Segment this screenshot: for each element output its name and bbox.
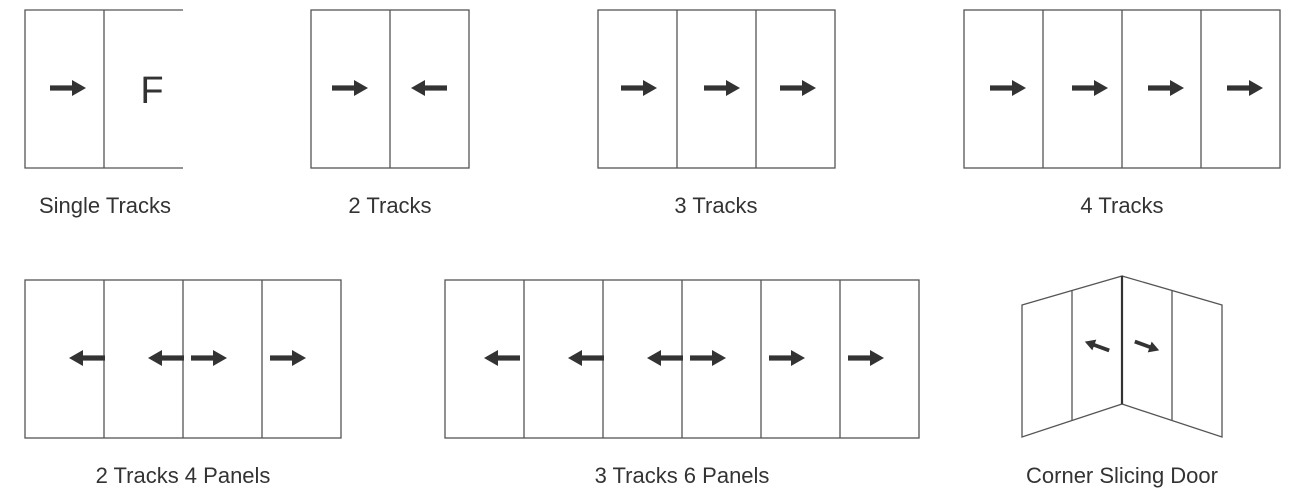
arrow-right-icon [990, 80, 1026, 96]
arrow-right-icon [848, 350, 884, 366]
diagram-2-tracks-4-panels [24, 279, 342, 439]
diagram-4-tracks [963, 9, 1281, 169]
arrow-right-icon [191, 350, 227, 366]
door-frame [597, 9, 836, 169]
caption-corner-slicing-door: Corner Slicing Door [1026, 463, 1218, 488]
arrow-right-icon [1148, 80, 1184, 96]
arrow-left-icon [148, 350, 184, 366]
caption-single-tracks: Single Tracks [38, 193, 172, 218]
arrow-right-icon [332, 80, 368, 96]
caption-3-tracks-6-panels: 3 Tracks 6 Panels [594, 463, 770, 488]
diagram-corner-slicing-door [1021, 275, 1223, 438]
arrow-right-icon [50, 80, 86, 96]
arrow-right-icon [690, 350, 726, 366]
caption-2-tracks: 2 Tracks [348, 193, 432, 218]
arrow-right-icon [704, 80, 740, 96]
arrow-left-icon [484, 350, 520, 366]
arrow-right-icon [270, 350, 306, 366]
arrow-left-icon [69, 350, 105, 366]
arrow-right-icon [1134, 339, 1160, 353]
caption-4-tracks: 4 Tracks [1080, 193, 1164, 218]
fixed-panel-label: F [140, 70, 163, 112]
diagram-3-tracks-6-panels [444, 279, 920, 439]
arrow-right-icon [769, 350, 805, 366]
caption-2-tracks-4-panels: 2 Tracks 4 Panels [95, 463, 271, 488]
arrow-right-icon [780, 80, 816, 96]
arrow-left-icon [1084, 339, 1110, 353]
diagram-single-tracks: F [24, 9, 183, 169]
arrow-right-icon [621, 80, 657, 96]
diagram-2-tracks [310, 9, 470, 169]
arrow-left-icon [568, 350, 604, 366]
diagram-3-tracks [597, 9, 836, 169]
arrow-left-icon [647, 350, 683, 366]
arrow-right-icon [1072, 80, 1108, 96]
caption-3-tracks: 3 Tracks [674, 193, 758, 218]
arrow-right-icon [1227, 80, 1263, 96]
arrow-left-icon [411, 80, 447, 96]
